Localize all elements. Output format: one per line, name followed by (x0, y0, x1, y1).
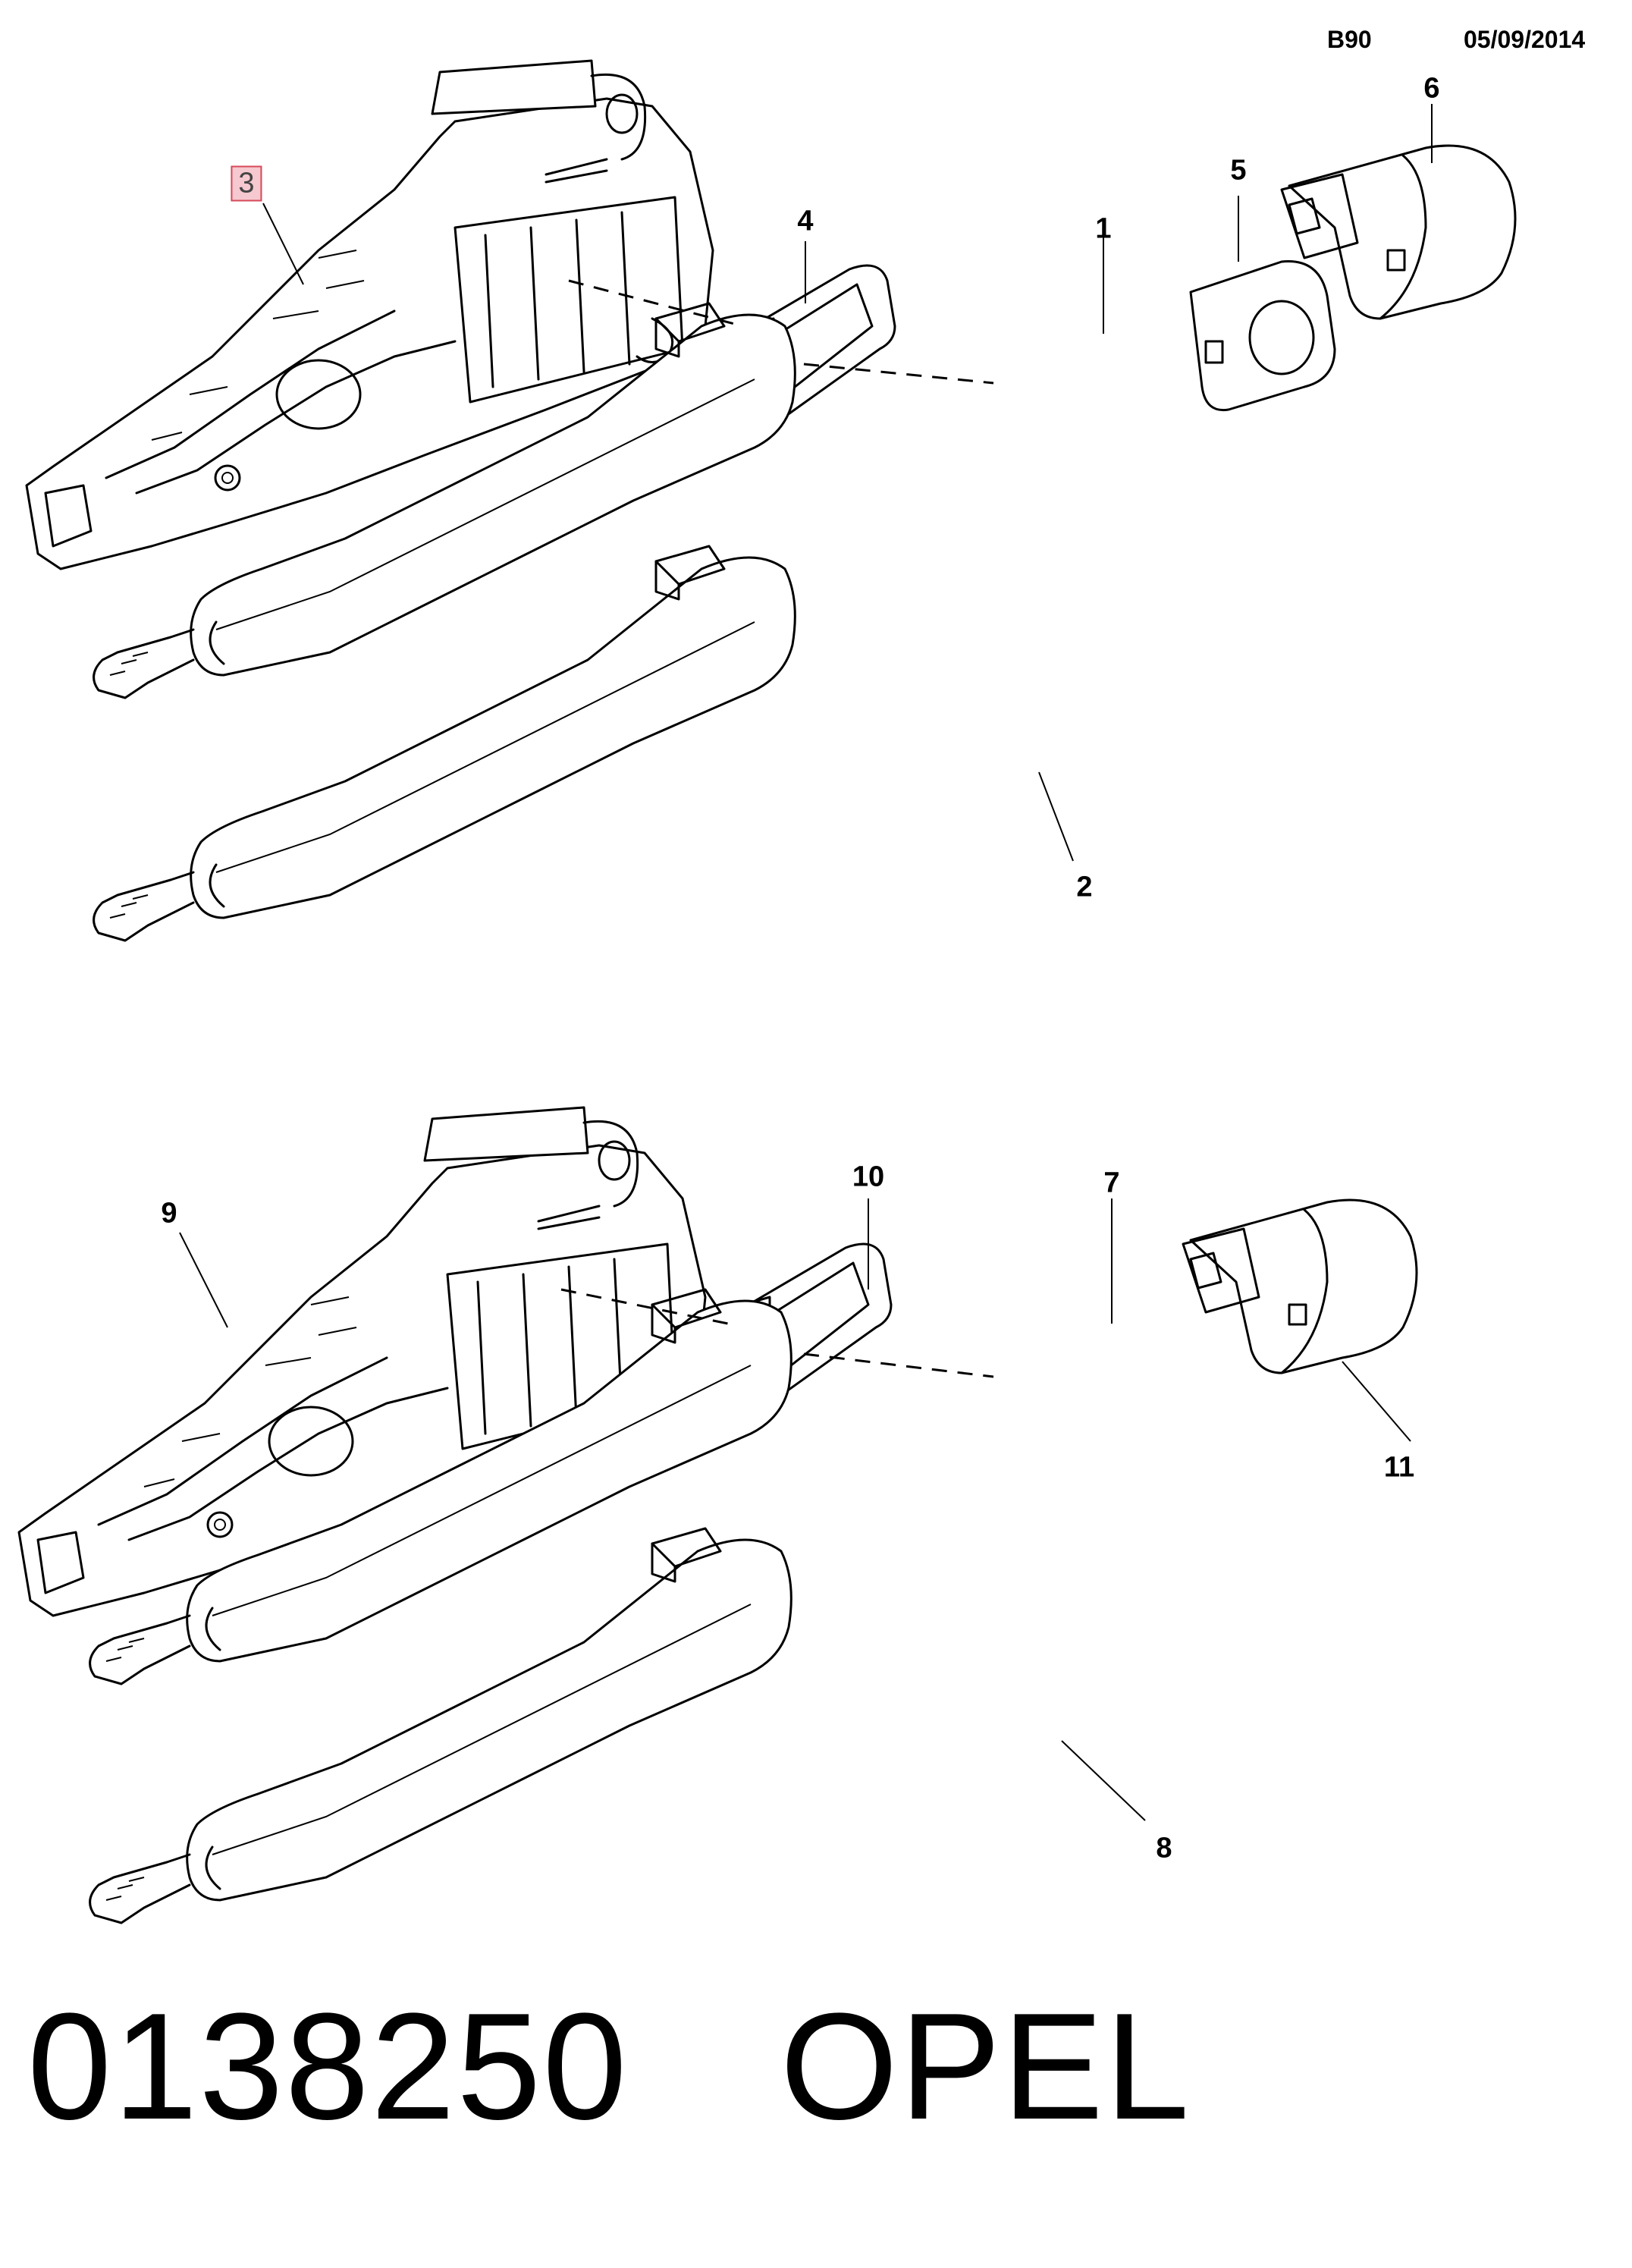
callout-5: 5 (1230, 154, 1247, 187)
part-number: 0138250 (27, 1982, 629, 2151)
assembly-line-lower-1 (560, 1288, 729, 1325)
callout-8: 8 (1156, 1832, 1172, 1864)
brand-name: OPEL (780, 1982, 1191, 2151)
assembly-line-upper-2 (803, 363, 994, 385)
callout-2: 2 (1076, 871, 1093, 903)
callout-11: 11 (1383, 1451, 1415, 1484)
assembly-line-lower-2 (803, 1352, 994, 1378)
diagram-date: 05/09/2014 (1464, 26, 1586, 53)
callout-10: 10 (852, 1161, 885, 1193)
footer-caption: 0138250 OPEL (27, 1980, 1191, 2154)
callout-3[interactable]: 3 (231, 165, 262, 202)
callout-6: 6 (1423, 72, 1440, 105)
lock-cylinder-cover (1189, 260, 1336, 412)
leader-lines (179, 104, 1433, 1821)
callout-7: 7 (1103, 1167, 1120, 1199)
assembly-line-upper-1 (568, 279, 744, 328)
callout-4: 4 (797, 205, 814, 237)
diagram-code: B90 (1327, 26, 1372, 53)
callout-9: 9 (161, 1197, 177, 1230)
callout-1: 1 (1095, 212, 1112, 245)
end-cap-rear (1182, 1198, 1418, 1374)
